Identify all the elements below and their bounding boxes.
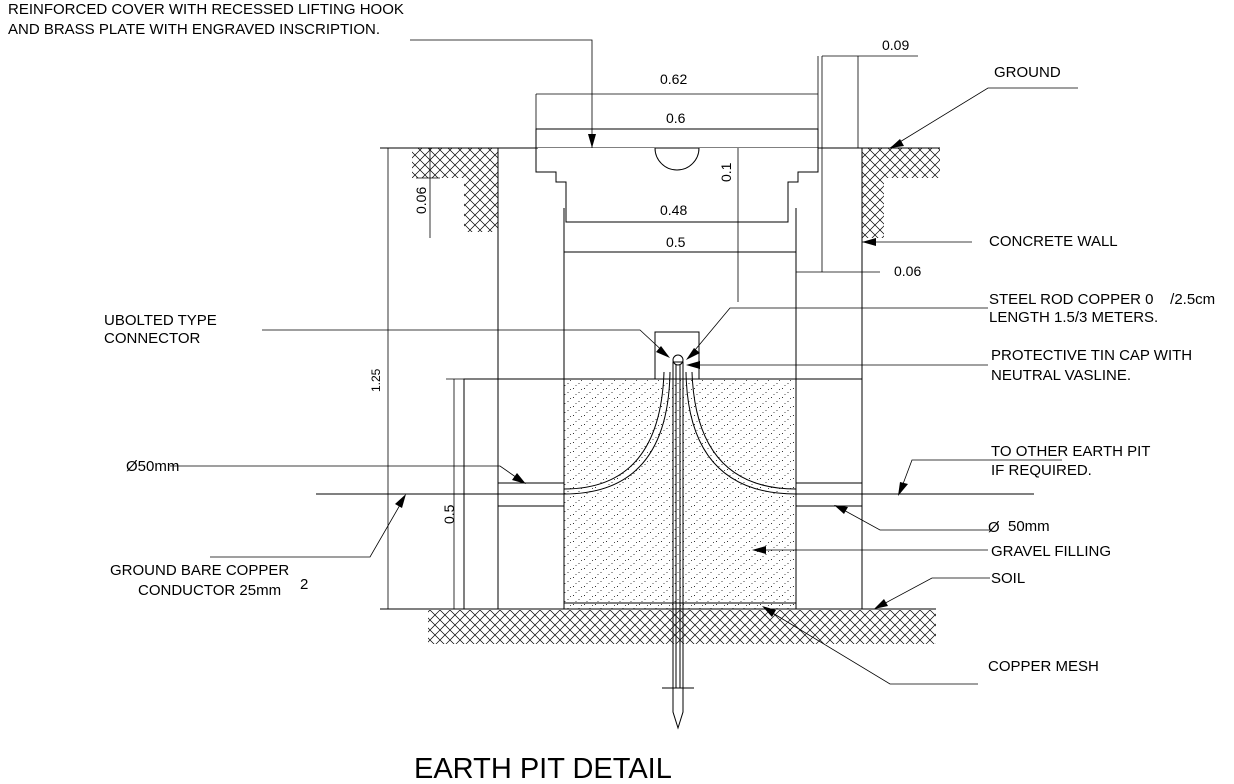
cover-label-line2: AND BRASS PLATE WITH ENGRAVED INSCRIPTIO… xyxy=(8,21,380,38)
other-pit-label-line1: TO OTHER EARTH PIT xyxy=(991,443,1150,460)
tin-cap-label-line2: NEUTRAL VASLINE. xyxy=(991,367,1131,384)
ubolted-label-line1: UBOLTED TYPE xyxy=(104,312,217,329)
dim-0-5-top: 0.5 xyxy=(666,234,686,250)
conductor-label-superscript: 2 xyxy=(300,576,308,593)
steel-rod xyxy=(654,331,700,730)
gravel-label: GRAVEL FILLING xyxy=(991,543,1111,560)
dim-0-6: 0.6 xyxy=(666,110,686,126)
steel-rod-label-line2: LENGTH 1.5/3 METERS. xyxy=(989,309,1158,326)
conductor-cables xyxy=(563,371,797,495)
pit-cover xyxy=(535,128,819,253)
dimension-lines xyxy=(380,55,918,609)
other-pit-label-line2: IF REQUIRED. xyxy=(991,462,1092,479)
dim-0-1: 0.1 xyxy=(718,162,734,182)
dim-0-48: 0.48 xyxy=(660,202,687,218)
dim-0-5-side: 0.5 xyxy=(441,504,457,524)
pipe-right-symbol: Ø xyxy=(988,519,1000,536)
drawing-title: EARTH PIT DETAIL xyxy=(414,753,672,784)
concrete-wall-label: CONCRETE WALL xyxy=(989,233,1118,250)
tin-cap-label-line1: PROTECTIVE TIN CAP WITH xyxy=(991,347,1192,364)
conductor-label-line2: CONDUCTOR 25mm xyxy=(138,582,281,599)
steel-rod-label-line1: STEEL ROD COPPER 0 /2.5cm xyxy=(989,291,1215,308)
dim-0-06-right: 0.06 xyxy=(894,263,921,279)
ground-soil xyxy=(380,147,940,644)
dim-0-09: 0.09 xyxy=(882,37,909,53)
ubolted-label-line2: CONNECTOR xyxy=(104,330,201,347)
copper-mesh-label: COPPER MESH xyxy=(988,658,1099,675)
dim-0-06-left: 0.06 xyxy=(413,187,429,214)
ground-label: GROUND xyxy=(994,64,1061,81)
dim-1-25: 1.25 xyxy=(369,368,383,392)
conductor-label-line1: GROUND BARE COPPER xyxy=(110,562,289,579)
pipe-left-label: Ø50mm xyxy=(126,458,179,475)
annotations: REINFORCED COVER WITH RECESSED LIFTING H… xyxy=(8,1,1215,784)
soil-label: SOIL xyxy=(991,570,1025,587)
dim-0-62: 0.62 xyxy=(660,71,687,87)
pipe-right-label: 50mm xyxy=(1008,518,1050,535)
leader-lines xyxy=(170,39,1078,685)
cover-label-line1: REINFORCED COVER WITH RECESSED LIFTING H… xyxy=(8,1,404,18)
